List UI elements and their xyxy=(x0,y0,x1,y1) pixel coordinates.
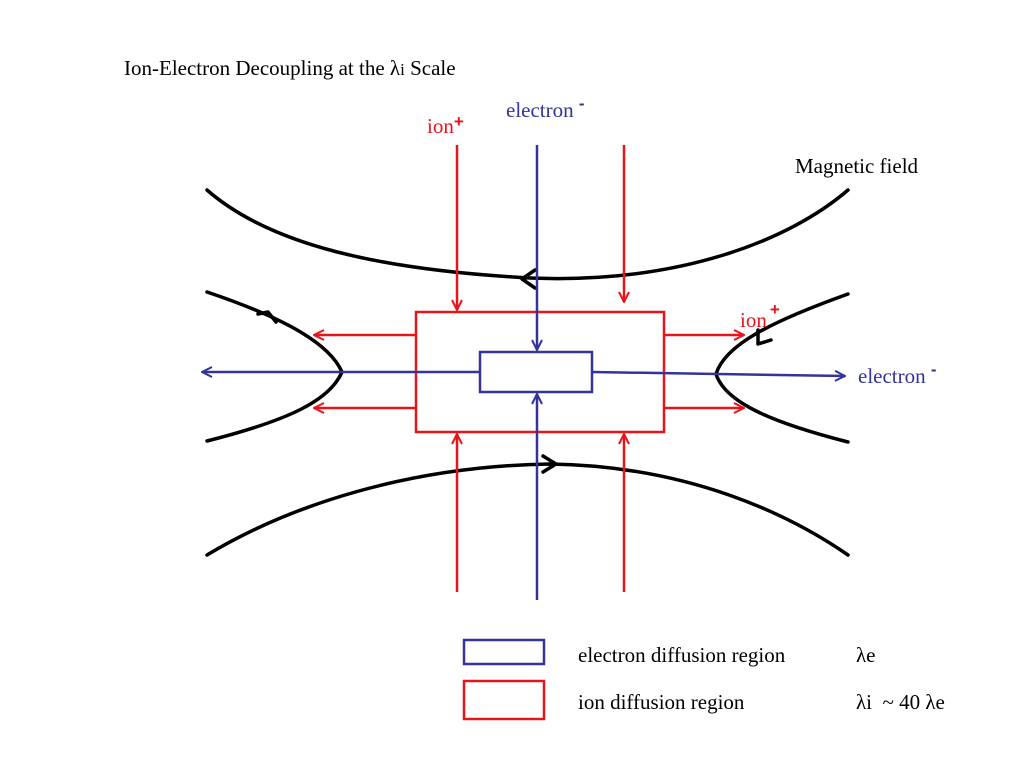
legend-ion-swatch xyxy=(462,679,546,721)
electron-label-top-sign: - xyxy=(578,94,585,113)
legend-electron-swatch xyxy=(462,638,546,666)
electron-label-right-sign: - xyxy=(930,360,937,379)
field-arrowhead-right xyxy=(756,328,773,346)
ion-label-top: ion+ xyxy=(427,113,464,138)
legend-electron-scale: λe xyxy=(856,643,876,667)
electron-label-top-text: electron xyxy=(506,98,574,122)
electron-label-right: electron - xyxy=(858,361,937,388)
electron-outflow-right xyxy=(591,372,845,376)
ion-label-top-sign: + xyxy=(453,112,464,131)
title-prefix: Ion-Electron Decoupling at the xyxy=(124,56,390,80)
title-suffix: Scale xyxy=(404,56,456,80)
field-line-top xyxy=(205,188,850,281)
electron-label-right-text: electron xyxy=(858,364,926,388)
legend-ion-scale: λi ~ 40 λe xyxy=(856,690,945,714)
title-lambda: λ xyxy=(389,56,401,80)
ion-label-right-text: ion xyxy=(740,308,767,332)
ion-label-top-text: ion xyxy=(427,114,454,138)
field-arrowhead-left xyxy=(256,310,278,324)
magnetic-field-label: Magnetic field xyxy=(795,154,919,178)
field-line-left xyxy=(205,290,344,443)
legend-ion-region-label: ion diffusion region xyxy=(578,690,745,714)
field-arrowhead-top xyxy=(520,268,537,290)
electron-diffusion-region xyxy=(478,350,594,394)
ion-label-right-sign: + xyxy=(769,300,780,319)
ion-label-right: ion+ xyxy=(740,301,780,332)
field-line-bottom xyxy=(205,462,850,557)
electron-label-top: electron - xyxy=(506,95,585,122)
legend-electron-region-label: electron diffusion region xyxy=(578,643,786,667)
field-line-right xyxy=(714,292,850,444)
field-arrowhead-bottom xyxy=(541,454,558,474)
title-subscript: i xyxy=(400,60,405,79)
diagram-title: Ion-Electron Decoupling at the λi Scale xyxy=(124,58,456,79)
